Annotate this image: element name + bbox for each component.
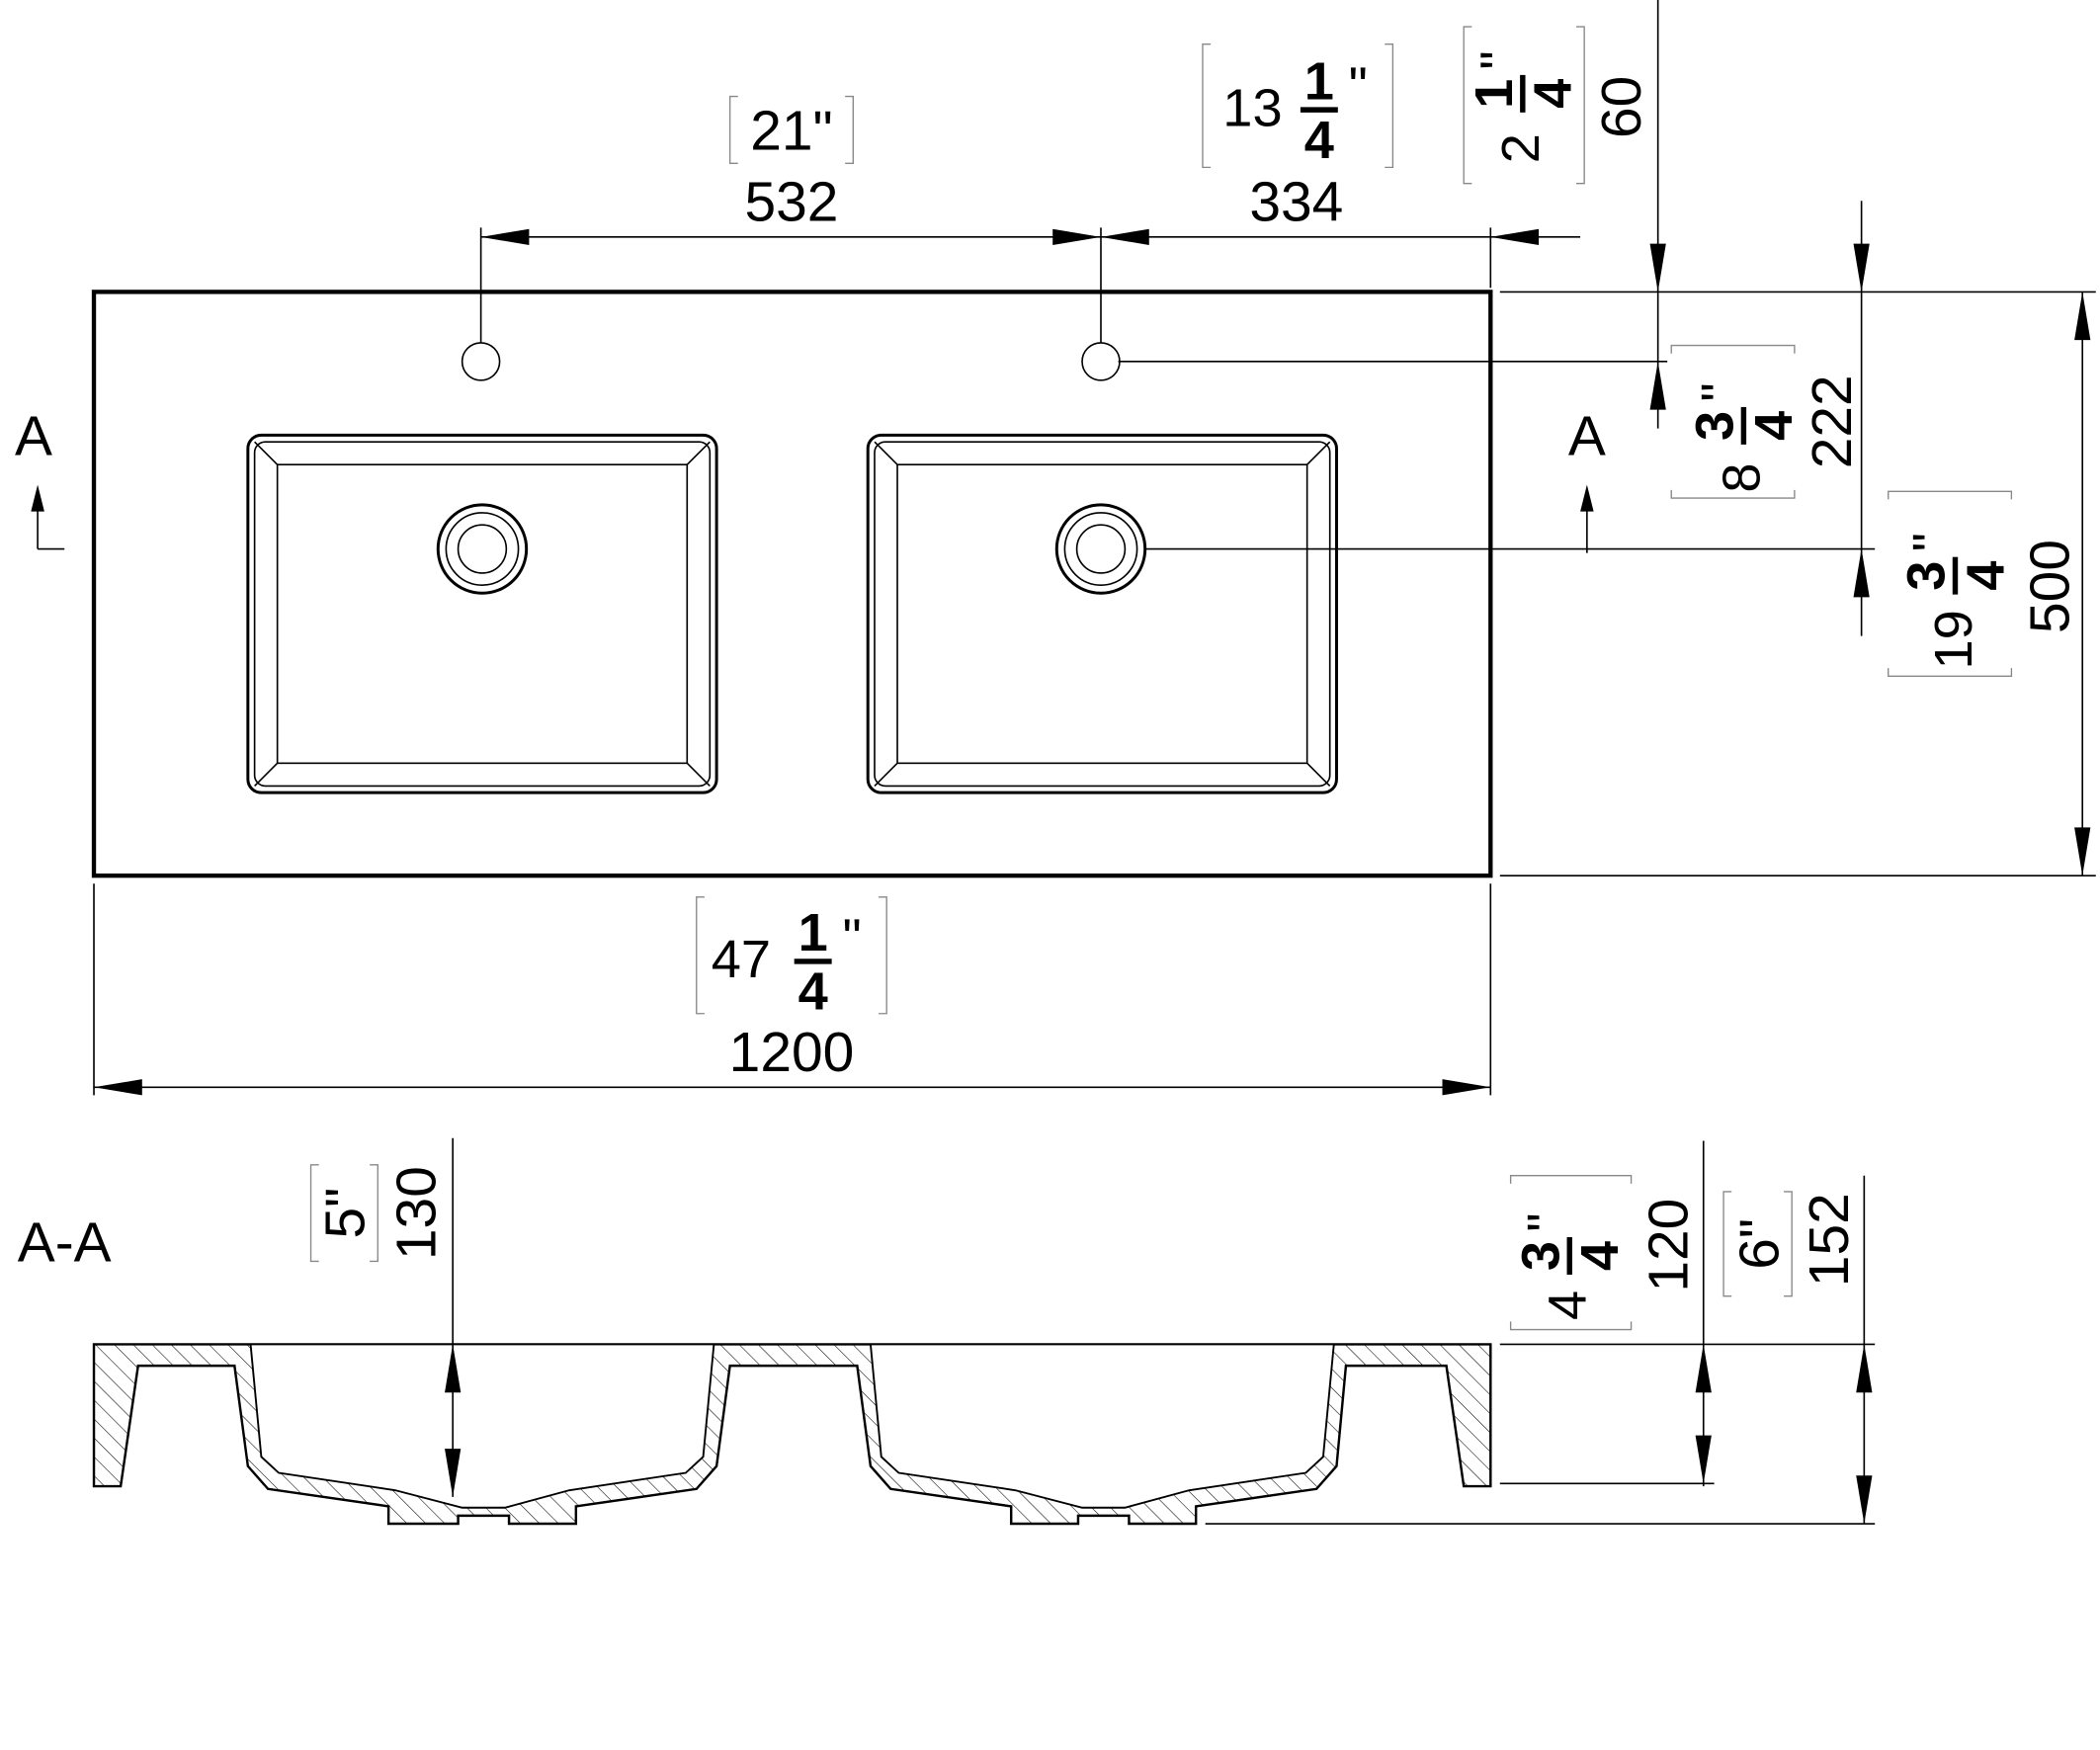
basin-left [246,433,718,794]
fraction-numerator: 3 [1686,411,1745,441]
section-view: A-A 130 5" 120 4 3 4 " 152 6" [18,1137,1876,1526]
dim-532: 532 [745,171,839,234]
fraction-denominator: 4 [1524,79,1583,109]
dimension-hole-to-edge: 334 13 1 4 " [1202,43,1394,234]
section-letter: A [15,405,52,468]
fraction-numerator: 3 [1897,561,1957,591]
section-label: A-A [18,1210,112,1274]
fraction-numerator: 3 [1511,1241,1570,1271]
tap-hole-left [461,342,501,381]
dimension-hole-spacing: 532 21" [479,95,1581,343]
fraction-denominator: 4 [798,962,828,1022]
fraction-whole: 19 [1924,610,1983,669]
dimension-drain-from-back: 222 8 3 4 " [1670,201,1870,636]
dim-500: 500 [2019,540,2082,633]
fraction-denominator: 4 [1956,561,2015,591]
dimension-depth: 500 19 3 4 " [1888,292,2091,876]
dim-21-inch: 21" [750,100,833,163]
dimension-skirt-height: 120 4 3 4 " [1499,1140,1715,1487]
section-mark-left: A [15,405,65,550]
inch-mark: " [1470,50,1529,69]
inch-mark: " [1349,57,1368,117]
inch-mark: " [1517,1212,1576,1231]
fraction-numerator: 1 [1304,51,1334,111]
section-letter: A [1568,405,1606,468]
dim-222: 222 [1801,375,1864,468]
fraction-whole: 13 [1222,78,1282,137]
dimension-width: 1200 47 1 4 " [93,883,1492,1096]
dimension-hole-from-back: 60 2 1 4 " [1118,0,1668,429]
countertop-outline [91,290,1493,878]
basin-right [866,433,1338,794]
dim-60: 60 [1590,76,1653,138]
dim-130: 130 [385,1166,449,1260]
dimension-total-height: 152 6" [1205,1175,1876,1525]
plan-view: 532 21" 334 13 1 4 " 60 2 1 4 " [15,0,2096,1096]
dimension-basin-depth: 130 5" [309,1137,462,1497]
fraction-whole: 4 [1539,1291,1598,1320]
fraction-whole: 2 [1491,133,1551,163]
fraction-numerator: 1 [798,903,828,962]
fraction-whole: 8 [1713,463,1772,493]
fraction-numerator: 1 [1465,79,1524,109]
fraction-denominator: 4 [1744,411,1804,441]
dim-6-inch: 6" [1728,1218,1792,1270]
dim-120: 120 [1637,1199,1700,1292]
inch-mark: " [842,908,861,967]
dim-334: 334 [1249,171,1343,234]
tap-hole-right [1081,342,1121,381]
dim-5-inch: 5" [314,1188,378,1239]
inch-mark: " [1902,533,1962,551]
fraction-denominator: 4 [1570,1241,1630,1271]
dim-1200: 1200 [729,1021,855,1084]
fraction-denominator: 4 [1304,111,1334,170]
section-mark-right: A [1568,405,1606,553]
fraction-whole: 47 [712,930,771,989]
dim-152: 152 [1798,1193,1861,1287]
inch-mark: " [1691,382,1750,401]
